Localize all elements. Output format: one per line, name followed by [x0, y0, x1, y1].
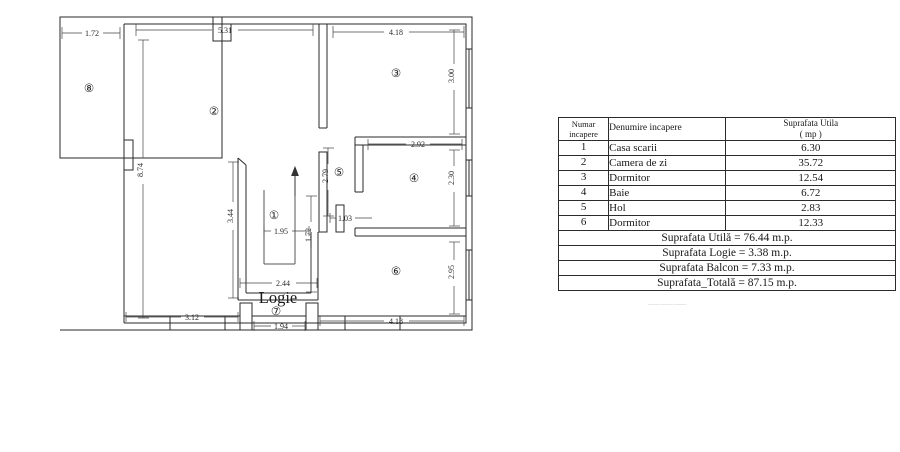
room-marker-5: ⑤ [334, 167, 344, 179]
room-schedule-table: Numar incapere Denumire incapere Suprafa… [557, 117, 896, 291]
room-marker-1: ① [269, 210, 279, 222]
dim-1-94: 1.94 [274, 322, 288, 331]
table-summary-row: Suprafata Utilă = 76.44 m.p. [558, 229, 896, 246]
wall-stub-hall-103 [335, 204, 345, 233]
header-room-area-line2: ( mp ) [799, 128, 822, 139]
dim-2-44: 2.44 [276, 279, 290, 288]
dim-4-18-top: 4.18 [389, 28, 403, 37]
wall-above-bathroom [354, 136, 466, 193]
cell-room-number: 6 [557, 214, 610, 231]
cell-room-name: Casa scarii [608, 139, 727, 156]
cell-room-number: 4 [557, 184, 610, 201]
cell-room-area: 12.54 [725, 169, 896, 186]
dim-4-18-bot: 4.18 [389, 317, 403, 326]
dim-2-95: 2.95 [447, 265, 456, 279]
cell-room-number: 1 [557, 139, 610, 156]
balcony-door-opening [124, 139, 134, 171]
bottom-wall-openings [169, 316, 401, 330]
dim-5-31: 5.31 [218, 26, 232, 35]
dimension-labels: 1.72 5.31 4.18 2.92 1.03 1.95 2.44 3.12 … [85, 26, 456, 331]
cell-room-area: 35.72 [725, 154, 896, 171]
room-number-markers: ① ② ③ ④ ⑤ ⑥ ⑦ ⑧ [84, 68, 419, 318]
dim-1-95: 1.95 [274, 227, 288, 236]
header-room-area: Suprafata Utila ( mp ) [725, 117, 896, 141]
cell-room-name: Dormitor [608, 214, 727, 231]
dim-8-74: 8.74 [136, 163, 145, 177]
wall-below-bathroom [354, 227, 466, 237]
header-room-area-line1: Suprafata Utila [783, 118, 839, 128]
room-marker-2: ② [209, 106, 219, 118]
cell-room-name: Dormitor [608, 169, 727, 186]
loggia-piers [239, 302, 319, 331]
room-marker-3: ③ [391, 68, 401, 80]
cell-room-area: 6.30 [725, 139, 896, 156]
summary-text: Suprafata Balcon = 7.33 m.p. [558, 259, 896, 276]
dim-2-79: 2.79 [321, 169, 330, 183]
room-marker-4: ④ [409, 173, 419, 185]
header-room-number-line1: Numar [571, 118, 596, 129]
header-room-name: Denumire incapere [608, 117, 727, 141]
stair-direction-arrow [291, 165, 299, 196]
dim-3-12: 3.12 [185, 313, 199, 322]
room-marker-8: ⑧ [84, 83, 94, 95]
cell-room-area: 2.83 [725, 199, 896, 216]
dim-1-72-top: 1.72 [85, 29, 99, 38]
cell-room-area: 6.72 [725, 184, 896, 201]
summary-text: Suprafata Utilă = 76.44 m.p. [558, 229, 896, 246]
scan-artifact: ——— [648, 296, 687, 310]
dim-2-30: 2.30 [447, 171, 456, 185]
cell-room-name: Baie [608, 184, 727, 201]
dim-2-92: 2.92 [411, 140, 425, 149]
cell-room-name: Hol [608, 199, 727, 216]
cell-room-number: 2 [557, 154, 610, 171]
dim-3-44: 3.44 [226, 209, 235, 223]
summary-text: Suprafata Logie = 3.38 m.p. [558, 244, 896, 261]
cell-room-number: 3 [557, 169, 610, 186]
loggia-label: Logie [259, 288, 298, 307]
table-summary-row: Suprafata_Totală = 87.15 m.p. [558, 274, 896, 291]
right-wall-windows [466, 48, 472, 301]
door-jamb-hall [318, 151, 328, 233]
table-summary-row: Suprafata Logie = 3.38 m.p. [558, 244, 896, 261]
floor-plan-drawing: 1.72 5.31 4.18 2.92 1.03 1.95 2.44 3.12 … [59, 16, 473, 331]
header-room-number: Numar incapere [557, 117, 610, 141]
wall-jog-topleft [212, 17, 232, 42]
wall-between-livingroom-bedroom3 [318, 24, 328, 129]
dimension-lines [61, 24, 465, 331]
cell-room-area: 12.33 [725, 214, 896, 231]
dim-1-03: 1.03 [338, 214, 352, 223]
cell-room-name: Camera de zi [608, 154, 727, 171]
table-header-row: Numar incapere Denumire incapere Suprafa… [557, 117, 896, 141]
summary-text: Suprafata_Totală = 87.15 m.p. [558, 274, 896, 291]
dim-3-00: 3.00 [447, 69, 456, 83]
room-marker-7: ⑦ [271, 306, 281, 318]
cell-room-number: 5 [557, 199, 610, 216]
dim-1-72-v: 1.72 [304, 228, 313, 242]
header-room-number-line2: incapere [569, 128, 598, 139]
room-marker-6: ⑥ [391, 266, 401, 278]
table-summary-row: Suprafata Balcon = 7.33 m.p. [558, 259, 896, 276]
